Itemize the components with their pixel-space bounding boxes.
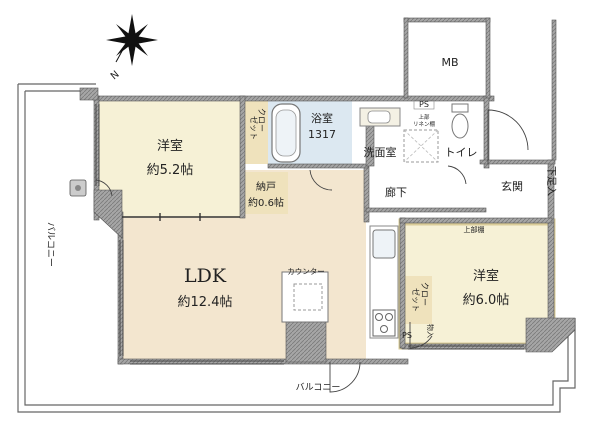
compass-star-icon (106, 14, 158, 66)
entrance-name: 玄関 (501, 179, 523, 193)
closet-1-label-b: ゼット (249, 116, 259, 140)
closet-2-label-b: ゼット (411, 288, 421, 312)
balcony-south-label: バルコニー (296, 382, 341, 393)
ps-bottom-label: PS (402, 331, 412, 340)
ps-top-label: PS (419, 100, 429, 109)
ldk-size: 約12.4帖 (178, 295, 233, 310)
ldk-name: LDK (184, 265, 227, 287)
closet-2-floor (404, 276, 432, 324)
mb-floor (404, 20, 488, 96)
ldk-floor (122, 218, 366, 360)
kitchen-sink (372, 229, 396, 259)
corridor-floor (366, 170, 486, 210)
shoe-box-label: 下足入 (545, 166, 557, 196)
bath-size: 1317 (308, 128, 336, 141)
counter (281, 271, 329, 323)
western-room-2-size: 約6.0帖 (463, 293, 510, 308)
door-swings (95, 109, 529, 393)
counter-label: カウンター (287, 267, 325, 276)
bench-storage-label: 物入 (426, 324, 435, 338)
balcony-outline (17, 83, 576, 413)
compass-north-label: N (109, 69, 122, 82)
closet-2-label-a: クロー (420, 282, 429, 306)
kitchen (369, 225, 399, 339)
mb-label: MB (441, 56, 458, 69)
wash-name: 洗面室 (364, 145, 397, 159)
sliding-partition (122, 213, 240, 221)
window-marks (95, 104, 524, 365)
upper-shelf-room-label: 上部棚 (464, 225, 485, 234)
balcony-west-label: バルコニー (45, 222, 56, 267)
entrance-floor (486, 162, 534, 214)
storage-size: 約0.6帖 (248, 196, 284, 209)
toilet-icon (451, 103, 469, 139)
wash-basin (359, 107, 401, 127)
structural-pillars (79, 87, 576, 363)
washing-machine-pan (403, 129, 439, 163)
outdoor-tap-icon (69, 179, 87, 197)
closet-1-floor (244, 100, 268, 164)
western-room-2-name: 洋室 (473, 268, 499, 284)
closet-1-label-a: クロー (257, 108, 266, 132)
bath-name: 浴室 (311, 111, 333, 125)
western-room-1-name: 洋室 (157, 138, 183, 154)
upper-shelf-wash-label-2: リネン棚 (413, 120, 436, 128)
stove-icon (372, 309, 396, 337)
toilet-name: トイレ (445, 146, 478, 159)
corridor-name: 廊下 (385, 185, 407, 199)
storage-floor (244, 172, 288, 214)
storage-name: 納戸 (256, 180, 276, 193)
upper-shelf-wash-label-1: 上部 (418, 113, 430, 121)
western-room-1-size: 約5.2帖 (147, 163, 194, 178)
